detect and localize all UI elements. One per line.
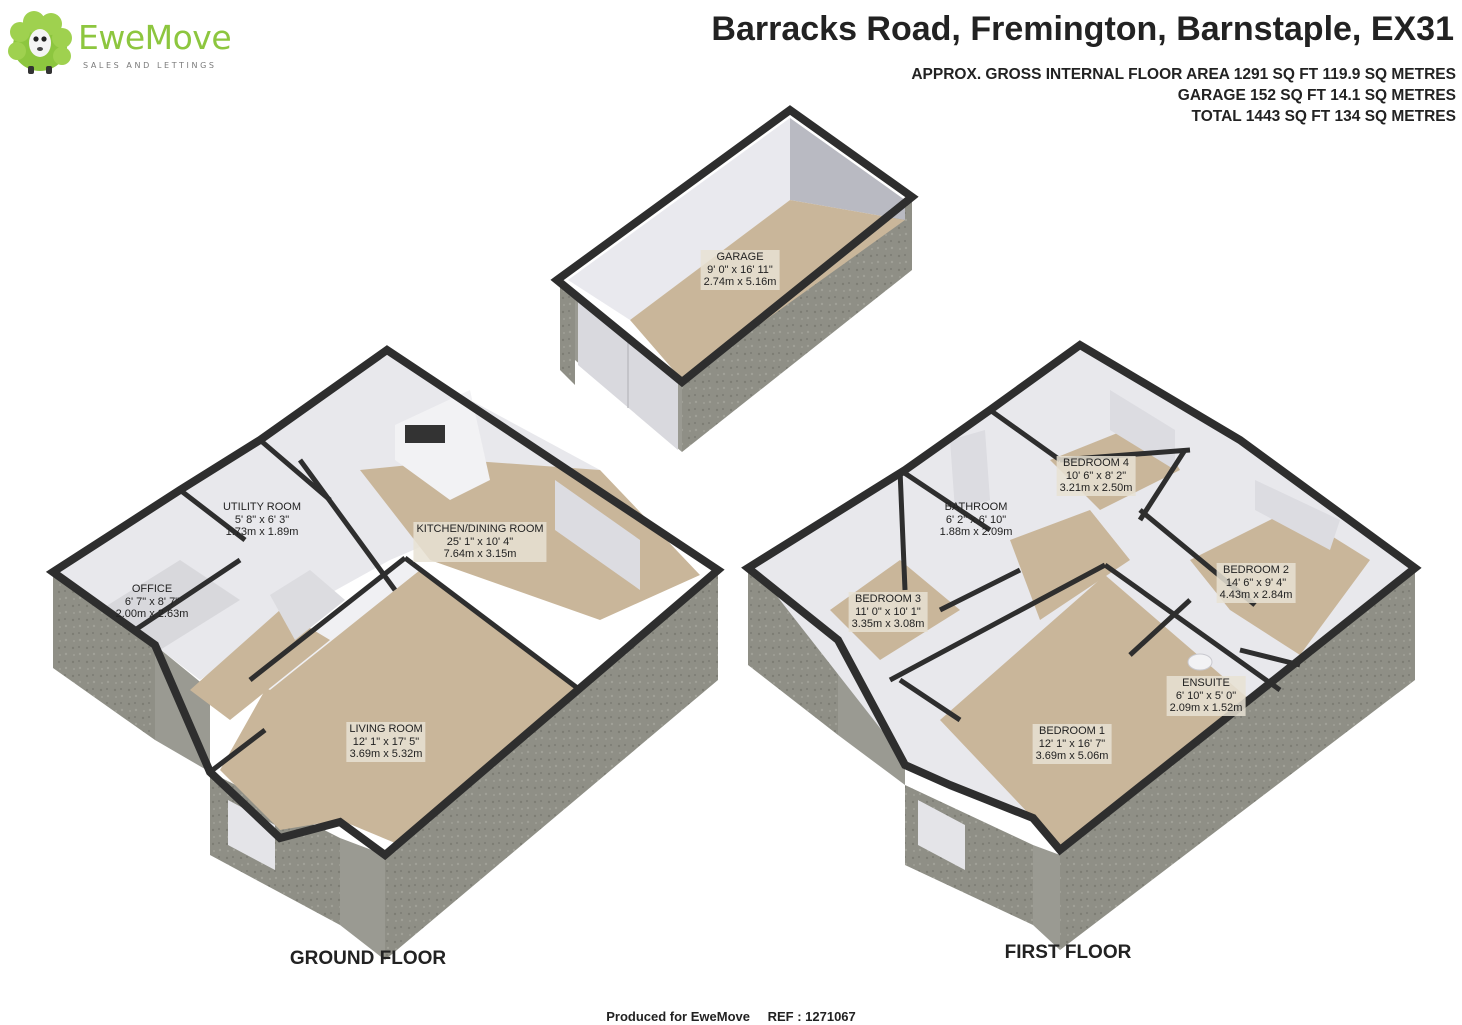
room-name: BEDROOM 4 [1062,457,1130,469]
room-size-imperial: 11' 0" x 10' 1" [855,605,921,618]
room-name: UTILITY ROOM [222,501,302,513]
room-size-imperial: 12' 1" x 17' 5" [352,735,420,748]
room-size-imperial: 10' 6" x 8' 2" [1065,469,1127,482]
garage-floor [630,200,905,380]
total-area: TOTAL 1443 SQ FT 134 SQ METRES [1191,108,1456,125]
room-size-metric: 2.09m x 1.52m [1169,702,1243,714]
room-size-metric: 3.69m x 5.32m [349,748,423,760]
gross-internal-area: APPROX. GROSS INTERNAL FLOOR AREA 1291 S… [911,66,1456,83]
room-size-metric: 3.69m x 5.06m [1035,750,1109,762]
logo-tagline: SALES AND LETTINGS [83,61,217,70]
room-size-imperial: 9' 0" x 16' 11" [707,263,773,276]
room-size-metric: 3.35m x 3.08m [851,618,925,630]
first-floor-label: FIRST FLOOR [1004,942,1132,963]
room-name: BATHROOM [944,501,1008,513]
room-name: LIVING ROOM [349,723,423,735]
room-size-metric: 4.43m x 2.84m [1219,589,1293,601]
room-size-imperial: 6' 2" x 6' 10" [945,513,1007,526]
room-size-imperial: 6' 7" x 8' 7" [124,595,180,608]
produced-for-text: Produced for EweMove [606,1009,750,1024]
room-name: GARAGE [716,251,764,263]
footer: Produced for EweMove REF : 1271067 [0,1009,1462,1024]
room-size-metric: 1.73m x 1.89m [225,526,299,538]
room-name: ENSUITE [1182,677,1230,689]
room-name: BEDROOM 3 [854,593,922,605]
ewemove-logo: EweMove SALES AND LETTINGS [4,6,254,76]
property-address-title: Barracks Road, Fremington, Barnstaple, E… [711,10,1454,48]
room-size-imperial: 5' 8" x 6' 3" [234,513,290,526]
reference-number: REF : 1271067 [767,1009,856,1024]
floor-area-summary: APPROX. GROSS INTERNAL FLOOR AREA 1291 S… [911,64,1456,127]
room-label-bedroom-1: BEDROOM 1 12' 1" x 16' 7" 3.69m x 5.06m [1032,724,1112,764]
room-label-office: OFFICE 6' 7" x 8' 7" 2.00m x 2.63m [113,582,192,622]
room-size-imperial: 25' 1" x 10' 4" [446,535,514,548]
logo-wordmark: EweMove [78,18,232,57]
room-label-bathroom: BATHROOM 6' 2" x 6' 10" 1.88m x 2.09m [937,500,1016,540]
room-name: KITCHEN/DINING ROOM [416,523,544,535]
room-size-metric: 7.64m x 3.15m [443,548,517,560]
garage-area: GARAGE 152 SQ FT 14.1 SQ METRES [1177,87,1456,104]
room-label-living-room: LIVING ROOM 12' 1" x 17' 5" 3.69m x 5.32… [346,722,426,762]
patio-doors [555,480,640,590]
room-size-metric: 2.74m x 5.16m [703,276,777,288]
room-name: BEDROOM 2 [1222,564,1290,576]
room-size-imperial: 12' 1" x 16' 7" [1038,737,1106,750]
staircase [270,570,345,640]
room-label-kitchen-dining-room: KITCHEN/DINING ROOM 25' 1" x 10' 4" 7.64… [413,522,547,562]
room-label-garage: GARAGE 9' 0" x 16' 11" 2.74m x 5.16m [700,250,780,290]
room-label-bedroom-3: BEDROOM 3 11' 0" x 10' 1" 3.35m x 3.08m [848,592,928,632]
kitchen-units [395,390,490,500]
room-label-utility-room: UTILITY ROOM 5' 8" x 6' 3" 1.73m x 1.89m [220,500,304,540]
room-size-metric: 1.88m x 2.09m [939,526,1013,538]
room-label-bedroom-2: BEDROOM 2 14' 6" x 9' 4" 4.43m x 2.84m [1216,563,1296,603]
room-name: BEDROOM 1 [1038,725,1106,737]
garage-block [550,105,919,452]
ground-floor-block [45,345,725,960]
room-label-bedroom-4: BEDROOM 4 10' 6" x 8' 2" 3.21m x 2.50m [1056,456,1136,496]
room-name: OFFICE [131,583,173,595]
room-size-metric: 2.00m x 2.63m [115,608,189,620]
room-label-ensuite: ENSUITE 6' 10" x 5' 0" 2.09m x 1.52m [1166,676,1246,716]
first-floor-block [741,340,1422,950]
room-size-imperial: 6' 10" x 5' 0" [1175,689,1237,702]
shower-cubicle [950,430,990,510]
ground-floor-label: GROUND FLOOR [289,948,447,969]
room-size-metric: 3.21m x 2.50m [1059,482,1133,494]
room-size-imperial: 14' 6" x 9' 4" [1225,576,1287,589]
sheep-mascot-icon [8,11,72,74]
